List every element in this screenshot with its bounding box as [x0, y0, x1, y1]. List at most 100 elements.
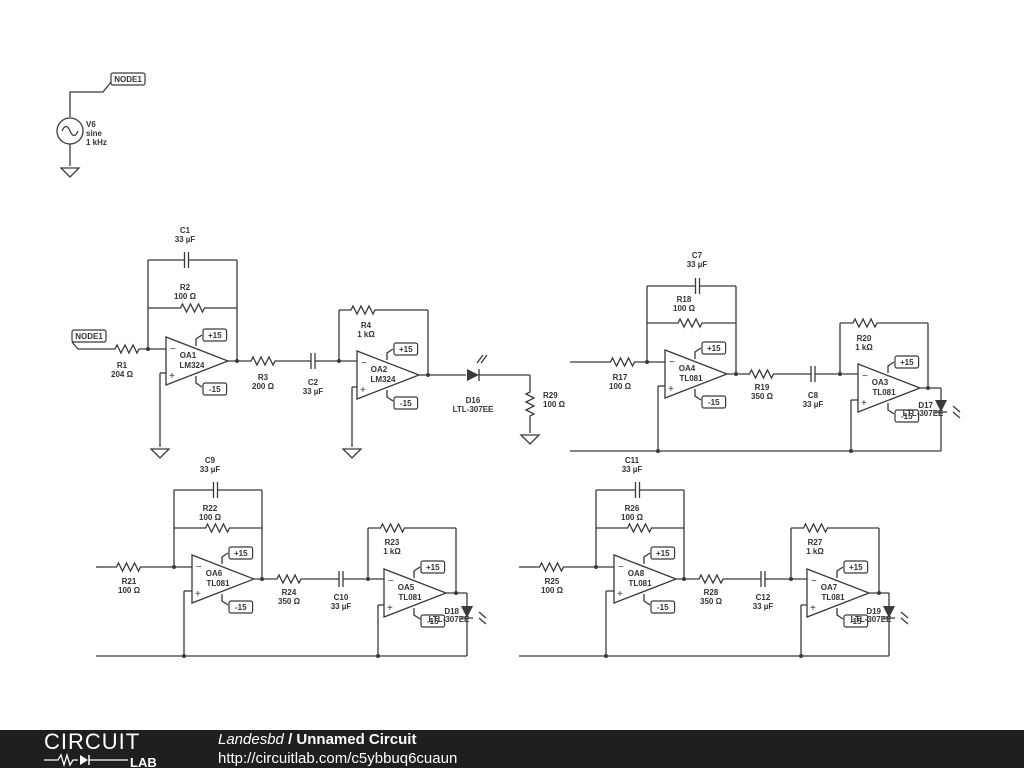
c-mid-value: 33 µF: [803, 400, 824, 409]
circuit-title: Landesbd / Unnamed Circuit: [218, 731, 416, 748]
r-mid-name: R28: [704, 588, 719, 597]
inverting-input-mark: −: [196, 562, 202, 573]
logo-top-text: CIRCUIT: [44, 732, 140, 754]
supply-wire: [386, 348, 394, 360]
tag-box: [701, 341, 727, 355]
r-mid-name: R19: [755, 383, 770, 392]
led-icon: [467, 369, 479, 381]
c-fb-name: C1: [180, 226, 191, 235]
led-name: D19: [866, 607, 881, 616]
c-fb-value: 33 µF: [200, 465, 221, 474]
tag-text: +15: [426, 563, 440, 572]
pos-supply-tag: +15: [650, 546, 676, 560]
supply-wire: [221, 594, 229, 606]
tag-text: -15: [235, 603, 247, 612]
op-amp-designator: OA8: [628, 569, 645, 578]
inverting-input-mark: −: [862, 371, 868, 382]
tag-box: [393, 396, 419, 410]
supply-wire: [836, 608, 844, 620]
tag-text: +15: [656, 549, 670, 558]
op-amp-designator: OA1: [180, 351, 197, 360]
supply-wire: [643, 552, 651, 564]
author-name[interactable]: Landesbd: [218, 731, 284, 748]
title-separator: /: [283, 731, 297, 748]
pos-supply-tag: +15: [894, 355, 920, 369]
ground-icon: [341, 448, 363, 459]
op-amp-designator: OA3: [872, 378, 889, 387]
tag-text: NODE1: [114, 75, 142, 84]
resistor: [617, 522, 662, 534]
c-mid-name: C2: [308, 378, 319, 387]
pos-supply-tag: +15: [843, 560, 869, 574]
c-fb-name: C7: [692, 251, 703, 260]
op-amp-designator: OA2: [371, 365, 388, 374]
ground-icon: [59, 167, 81, 178]
r-in-name: R17: [613, 373, 628, 382]
neg-supply-tag: -15: [228, 600, 254, 614]
resistor: [339, 304, 387, 316]
ground-icon: [519, 434, 541, 445]
inverting-input-mark: −: [388, 576, 394, 587]
r-fb-name: R18: [677, 295, 692, 304]
r-mid-value: 350 Ω: [751, 392, 774, 401]
resistor: [111, 561, 146, 573]
non-inverting-input-mark: +: [668, 384, 674, 395]
supply-wire: [836, 566, 844, 578]
c-mid-name: C12: [756, 593, 771, 602]
tag-text: NODE1: [75, 332, 103, 341]
led-light-rays: [476, 354, 488, 364]
resistor: [745, 368, 778, 380]
tag-box: [228, 546, 254, 560]
op-amp-model: LM324: [371, 375, 396, 384]
op-amp: [664, 349, 729, 399]
op-amp-designator: OA4: [679, 364, 696, 373]
r-mid-name: R3: [258, 373, 269, 382]
tag-text: +15: [399, 345, 413, 354]
c-fb-value: 33 µF: [687, 260, 708, 269]
op-amp-designator: OA6: [206, 569, 223, 578]
source-wire: [69, 81, 112, 117]
op-amp-model: TL081: [206, 579, 230, 588]
r-fb-value: 100 Ω: [174, 292, 197, 301]
tag-box: [650, 546, 676, 560]
r-in-name: R25: [545, 577, 560, 586]
supply-wire: [643, 594, 651, 606]
tag-box: [843, 614, 869, 628]
resistor: [173, 302, 212, 314]
resistor: [195, 522, 240, 534]
resistor: [248, 355, 278, 367]
footer-bar: CIRCUIT LAB Landesbd / Unnamed Circuit h…: [0, 730, 1024, 768]
r-fb2-value: 1 kΩ: [855, 343, 873, 352]
tag-text: +15: [900, 358, 914, 367]
led-light-rays: [900, 611, 909, 625]
non-inverting-input-mark: +: [387, 603, 393, 614]
op-amp-model: TL081: [628, 579, 652, 588]
r-fb2-name: R4: [361, 321, 372, 330]
tag-box: [393, 342, 419, 356]
op-amp: [191, 554, 256, 604]
logo-waveform-icon: [44, 752, 78, 768]
tag-box: [228, 600, 254, 614]
source-label: V6: [86, 120, 96, 129]
pos-supply-tag: +15: [420, 560, 446, 574]
supply-wire: [887, 361, 895, 373]
led-light-rays: [478, 611, 487, 625]
node1-tag: NODE1: [110, 72, 146, 86]
led-light-rays: [952, 405, 961, 419]
neg-supply-tag: -15: [202, 382, 228, 396]
tag-text: +15: [849, 563, 863, 572]
tag-text: +15: [208, 331, 222, 340]
circuit-url[interactable]: http://circuitlab.com/c5ybbuq6cuaun: [218, 750, 458, 767]
resistor: [534, 561, 569, 573]
pos-supply-tag: +15: [701, 341, 727, 355]
r-fb-value: 100 Ω: [199, 513, 222, 522]
r-load-name: R29: [543, 391, 558, 400]
circuitlab-logo[interactable]: CIRCUIT LAB: [44, 732, 184, 768]
tag-box: [202, 328, 228, 342]
r-fb2-value: 1 kΩ: [806, 547, 824, 556]
op-amp-model: TL081: [821, 593, 845, 602]
tag-text: +15: [707, 344, 721, 353]
tag-text: -15: [901, 412, 913, 421]
pos-supply-tag: +15: [228, 546, 254, 560]
resistor: [668, 317, 712, 329]
